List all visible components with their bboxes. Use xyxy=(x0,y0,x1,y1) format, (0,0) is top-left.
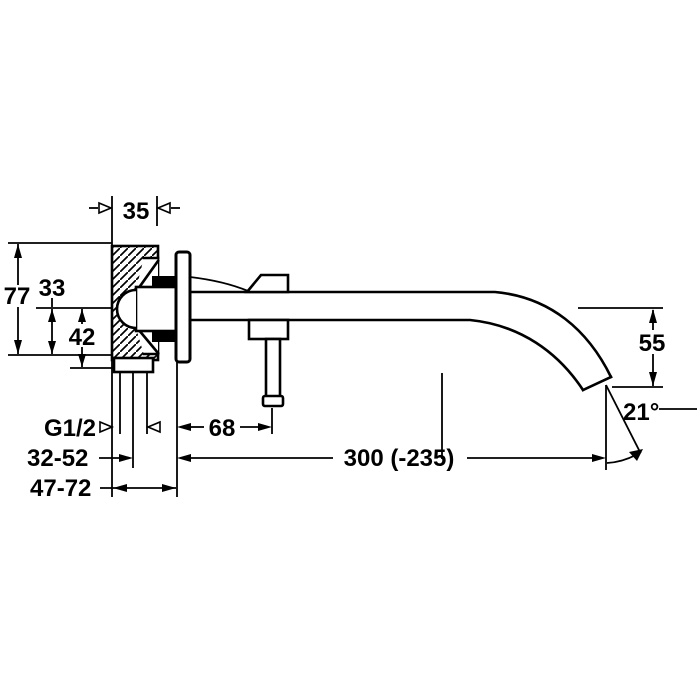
spout-outlet-face xyxy=(581,375,613,392)
fixing-stub-top xyxy=(152,276,176,288)
dim-label-42: 42 xyxy=(69,324,96,351)
body-top-slant xyxy=(136,259,160,291)
bottom-cap xyxy=(112,356,155,374)
dim-outlet-angle: 21° xyxy=(605,384,697,464)
lever-end xyxy=(261,394,285,408)
dim-label-47-72: 47-72 xyxy=(30,475,91,502)
body-contour-curve xyxy=(189,276,249,292)
dim-spout-drop: 55 xyxy=(639,309,666,386)
dim-label-68: 68 xyxy=(209,415,236,442)
dim-connection-thread: G1/2 xyxy=(44,415,161,442)
handle-collar xyxy=(247,318,290,341)
cartridge xyxy=(134,285,179,333)
body-bottom-slant xyxy=(136,327,160,355)
dim-spout-projection: 300 (-235) xyxy=(177,445,606,472)
dim-label-77: 77 xyxy=(4,283,31,310)
dim-install-depth-1: 32-52 xyxy=(27,445,133,472)
dim-install-depth-2: 47-72 xyxy=(30,475,176,502)
dim-label-32-52: 32-52 xyxy=(27,445,88,472)
handle-top-boss xyxy=(244,273,290,294)
dim-label-300: 300 (-235) xyxy=(344,445,455,472)
dim-label-g12: G1/2 xyxy=(44,415,96,442)
dim-label-55: 55 xyxy=(639,330,666,357)
fixing-stub-bottom xyxy=(152,330,176,342)
dim-label-33: 33 xyxy=(39,275,66,302)
handle-lever xyxy=(189,273,290,408)
escutcheon-plate xyxy=(174,250,192,364)
dim-axis-to-bottom: 33 xyxy=(39,275,66,354)
lever-rod xyxy=(264,337,282,400)
dim-wall-thickness: 35 xyxy=(89,198,180,225)
dim-label-35: 35 xyxy=(123,198,150,225)
cartridge-dome xyxy=(115,288,137,330)
spout xyxy=(188,290,613,392)
dim-label-21: 21° xyxy=(623,399,659,426)
angle-slant-line xyxy=(605,384,641,453)
dim-axis-to-connection: 42 xyxy=(69,309,96,367)
dim-body-height: 77 xyxy=(4,244,31,354)
concealed-valve-body xyxy=(112,276,179,468)
dim-plate-to-handle: 68 xyxy=(177,415,272,442)
spout-top-edge xyxy=(188,290,613,379)
spout-bottom-edge xyxy=(188,318,585,392)
extension-lines xyxy=(8,196,663,497)
